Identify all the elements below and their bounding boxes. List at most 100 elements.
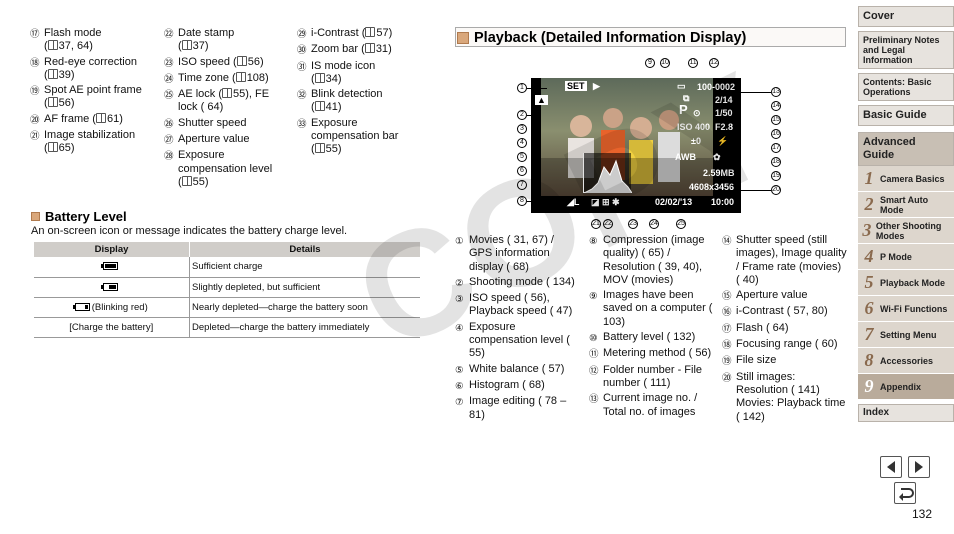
callout-5: 5 [517,152,527,162]
callout-12: 12 [709,58,719,68]
exposure-comp: ±0 [691,136,701,146]
nav-contents[interactable]: Contents: Basic Operations [858,73,954,101]
battery-two-thirds-icon [100,282,118,291]
focus-range-icon: ✿ [713,152,721,162]
callout-17: 17 [771,143,781,153]
callout-18: 18 [771,157,781,167]
callout-13: 13 [771,87,781,97]
callout-11: 11 [688,58,698,68]
callout-24: 24 [649,219,659,229]
arrow-left-icon [887,461,895,473]
book-icon [181,175,192,186]
next-page-button[interactable] [908,456,930,478]
playback-heading: Playback (Detailed Information Display) [457,30,746,46]
return-arrow-icon [899,488,914,501]
table-header-details: Details [189,242,420,257]
callout-9: 9 [645,58,655,68]
iso-readout: ISO 400 [677,122,711,132]
callout-25: 25 [676,219,686,229]
book-icon [365,27,376,37]
resolution: 4608x3456 [689,182,735,192]
nav-index[interactable]: Index [858,404,954,422]
nav-preliminary-notes[interactable]: Preliminary Notes and Legal Information [858,31,954,69]
return-button[interactable] [894,482,916,504]
table-row: Sufficient charge [33,257,420,278]
callout-1: 1 [517,83,527,93]
battery-icon: ▭ [677,81,686,91]
section-square-icon [31,212,40,221]
nav-cover[interactable]: Cover [858,6,954,27]
flash-icon: ⚡ [717,136,729,146]
awb-icon: AWB [675,152,696,162]
playback-heading-box [455,27,846,47]
book-icon [181,40,192,51]
time-readout: 10:00 [711,197,735,207]
date-readout: 02/02/'13 [655,197,693,207]
battery-low-icon [72,302,90,311]
book-icon [314,101,325,112]
book-icon [235,71,246,82]
movie-icon: ▲ [535,95,548,105]
histogram [583,153,633,194]
nav-advanced-guide[interactable]: Advanced Guide [858,132,954,166]
aperture-value: F2.8 [715,122,734,132]
callout-10: 10 [660,58,670,68]
callout-3: 3 [517,124,527,134]
book-icon [314,143,325,154]
book-icon [47,97,58,108]
book-icon [236,55,247,66]
callout-2: 2 [517,110,527,120]
callout-7: 7 [517,180,527,190]
compression-icon: ◢L [567,197,580,207]
nav-basic-guide[interactable]: Basic Guide [858,105,954,126]
protect-icon: ⧉ [683,93,690,103]
table-row: (Blinking red)Nearly depleted—charge the… [33,297,420,318]
folder-file-number: 100-0002 [697,82,736,92]
callout-22: 22 [603,219,613,229]
previous-page-button[interactable] [880,456,902,478]
callout-19: 19 [771,171,781,181]
table-row: [Charge the battery]Depleted—charge the … [33,317,420,338]
callout-16: 16 [771,129,781,139]
set-icon: SET [565,81,587,91]
image-count: 2/14 [715,95,733,105]
callout-21: 21 [591,219,601,229]
battery-full-icon [100,262,118,271]
